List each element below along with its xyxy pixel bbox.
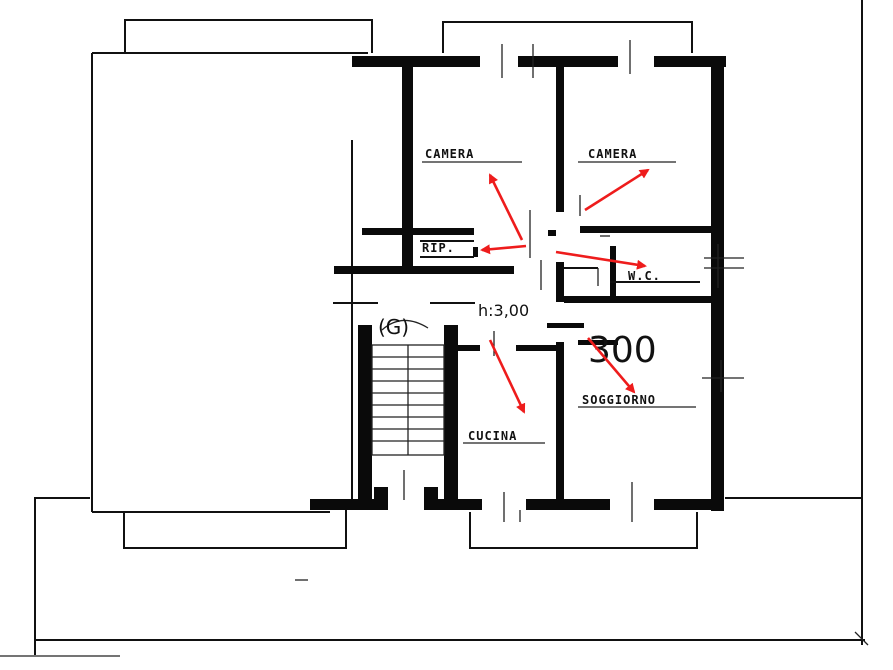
site-outline — [0, 0, 869, 657]
stair-mark: (G) — [378, 315, 409, 339]
arrow-icon — [480, 244, 527, 255]
arrow-icon — [555, 250, 647, 270]
arrow-icon — [584, 168, 650, 212]
arrow-icon — [488, 173, 524, 241]
door-and-window-marks — [333, 40, 744, 522]
direction-arrows — [480, 168, 650, 414]
arrow-icon — [488, 339, 526, 414]
staircase — [371, 319, 445, 456]
room-label-camera-right: CAMERA — [588, 147, 637, 161]
room-label-camera-left: CAMERA — [425, 147, 474, 161]
ceiling-height-label: h:3,00 — [478, 301, 529, 320]
room-label-soggiorno: SOGGIORNO — [582, 393, 656, 407]
annotations: h:3,00 300 (G) — [378, 301, 657, 371]
arrow-icon — [587, 337, 636, 394]
room-label-rip: RIP. — [422, 241, 455, 255]
room-label-wc: W.C. — [628, 269, 661, 283]
room-labels: CAMERA CAMERA RIP. W.C. CUCINA SOGGIORNO — [422, 147, 696, 444]
adjacent-building — [91, 52, 368, 513]
balconies — [123, 19, 698, 549]
walls — [310, 56, 726, 511]
room-label-cucina: CUCINA — [468, 429, 517, 443]
